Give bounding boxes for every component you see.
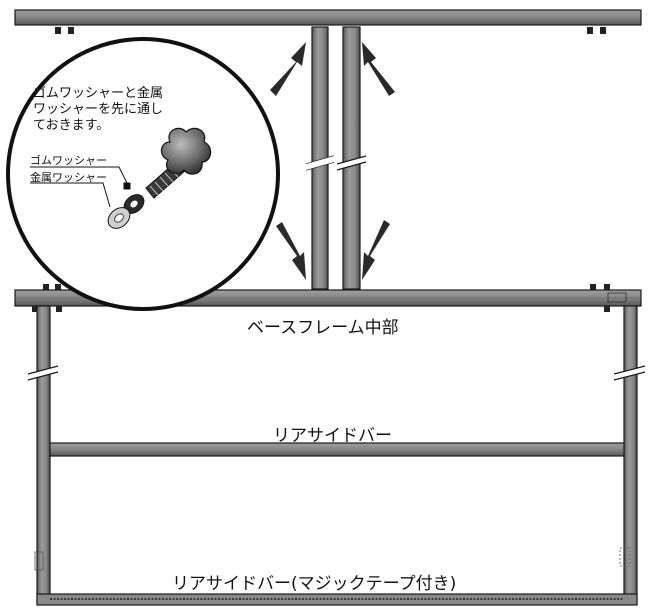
arrow-upper-left xyxy=(270,42,306,96)
side-leg-right xyxy=(613,305,646,605)
base-bar-bolts xyxy=(32,284,610,312)
detail-callout-circle xyxy=(6,37,280,311)
rubber-washer-label: ゴムワッシャー xyxy=(30,154,107,167)
vertical-post-left xyxy=(305,26,335,290)
rear-side-bar-label: リアサイドバー xyxy=(273,426,392,446)
metal-washer xyxy=(107,207,131,229)
vertical-post-right xyxy=(336,26,367,290)
rear-side-bar-velcro-label: リアサイドバー(マジックテープ付き) xyxy=(172,574,457,594)
arrow-lower-left xyxy=(276,222,306,280)
leader-lines xyxy=(30,166,131,208)
knob-bolt xyxy=(145,127,212,199)
rear-side-bar xyxy=(49,442,625,457)
rear-side-bar-velcro xyxy=(36,593,638,606)
metal-washer-label: 金属ワッシャー xyxy=(30,171,107,184)
top-frame-bar xyxy=(14,9,642,26)
callout-note-line3: ておきます。 xyxy=(33,118,110,133)
top-bolts xyxy=(55,27,606,34)
arrow-lower-right xyxy=(362,220,390,280)
callout-note-line2: ワッシャーを先に通し xyxy=(33,102,164,117)
callout-note-line1: ゴムワッシャーと金属 xyxy=(33,86,164,101)
arrow-upper-right xyxy=(362,42,395,96)
callout-note: ゴムワッシャーと金属 ワッシャーを先に通し ておきます。 xyxy=(33,86,233,134)
base-frame-center-label: ベースフレーム中部 xyxy=(247,318,399,338)
